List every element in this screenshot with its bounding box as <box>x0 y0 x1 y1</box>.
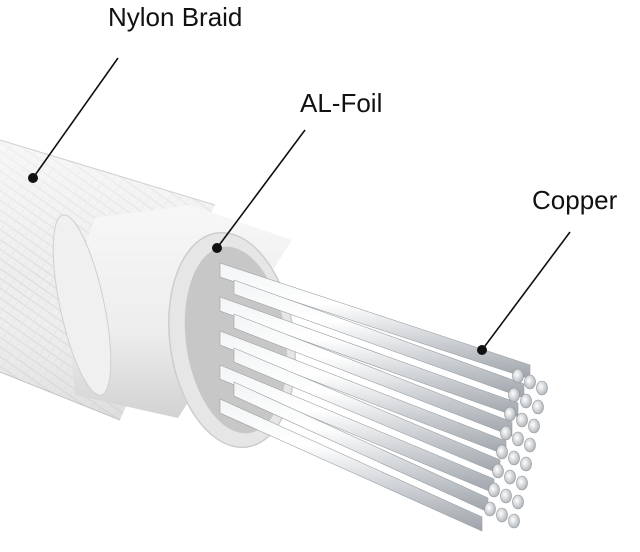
copper-strand-tip <box>524 437 536 453</box>
copper-strand-tip <box>484 501 496 517</box>
copper-strand <box>233 313 513 437</box>
copper-strand-tip <box>508 450 520 466</box>
copper-strand-tip <box>520 456 532 472</box>
copper-strand-tip <box>500 425 512 441</box>
copper-strand-tip <box>508 387 520 403</box>
copper-strand-tip <box>512 494 524 510</box>
copper-strand-tip <box>512 368 524 384</box>
copper-marker <box>477 345 487 355</box>
copper-strand-tip <box>504 469 516 485</box>
al-foil-marker <box>212 243 222 253</box>
al-foil-leader <box>216 129 306 249</box>
copper-strand-tip <box>532 399 544 415</box>
al-foil-label: AL-Foil <box>300 88 383 118</box>
copper-label: Copper <box>532 185 618 215</box>
copper-strand-tip <box>520 393 532 409</box>
copper-strand-tip <box>516 412 528 428</box>
copper-strand <box>219 398 483 532</box>
copper-strand-tip <box>500 488 512 504</box>
copper-leader <box>481 231 571 351</box>
copper-strand-tip <box>496 444 508 460</box>
copper-strands <box>219 262 548 532</box>
copper-strand-tip <box>528 418 540 434</box>
copper-strand-tip <box>504 406 516 422</box>
copper-strand-tip <box>512 431 524 447</box>
copper-strand-tip <box>536 380 548 396</box>
leader-lines <box>28 57 571 355</box>
copper-strand-tip <box>524 374 536 390</box>
copper-strand-tip <box>488 482 500 498</box>
nylon-braid-leader <box>32 57 119 179</box>
copper-strand-tip <box>516 475 528 491</box>
copper-strand-tip <box>508 513 520 529</box>
copper-strand-tip <box>492 463 504 479</box>
copper-strand-tip <box>496 507 508 523</box>
nylon-braid-label: Nylon Braid <box>108 2 243 32</box>
nylon-braid-marker <box>28 173 38 183</box>
